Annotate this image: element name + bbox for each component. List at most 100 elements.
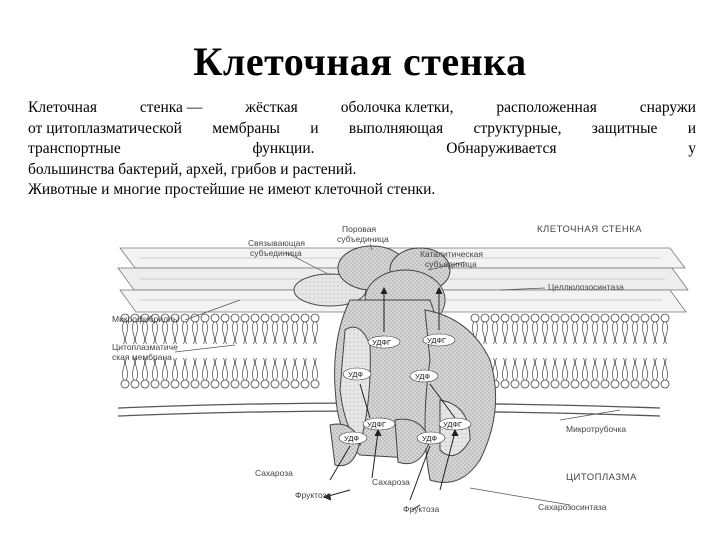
lipid-tail (122, 357, 125, 381)
lipid-tail (262, 357, 265, 381)
lipid-tail (572, 357, 575, 381)
lipid-tail (132, 357, 135, 381)
lipid-head (240, 313, 250, 323)
lipid-tail (602, 321, 605, 345)
lipid-tail (152, 321, 155, 345)
lipid-tail (272, 321, 275, 345)
lipid-tail (492, 321, 495, 345)
lipid-head (650, 313, 660, 323)
lipid-tail (525, 321, 528, 345)
lipid-tail (535, 321, 538, 345)
word: оболочка клетки, (340, 99, 454, 116)
lipid-head (280, 379, 290, 389)
lipid-head (590, 379, 600, 389)
lipid-tail (525, 357, 528, 381)
lipid-head (520, 313, 530, 323)
lipid-head (500, 313, 510, 323)
lipid-tail (265, 321, 268, 345)
lipid-tail (202, 321, 205, 345)
lipid-tail (612, 357, 615, 381)
lipid-tail (135, 357, 138, 381)
lipid-head (590, 313, 600, 323)
lipid-head (260, 313, 270, 323)
lipid-tail (645, 357, 648, 381)
udpg-label: УДФГ (443, 420, 462, 429)
lipid-tail (545, 321, 548, 345)
word: структурные, (473, 119, 562, 137)
lipid-head (530, 379, 540, 389)
udpg-label: УДФГ (427, 336, 446, 345)
lipid-head (290, 379, 300, 389)
lipid-head (220, 313, 230, 323)
lipid-tail (242, 321, 245, 345)
lipid-tail (555, 357, 558, 381)
word: Клеточная (28, 99, 97, 116)
microfibrils-label: Микрофибриллы (112, 314, 179, 324)
lipid-tail (582, 321, 585, 345)
lipid-head (180, 313, 190, 323)
lipid-head (510, 379, 520, 389)
lipid-tail (245, 321, 248, 345)
sucrose-left-label: Сахароза (255, 468, 293, 478)
lipid-head (160, 313, 170, 323)
lipid-head (660, 313, 670, 323)
binding-subunit-label: субъединица (250, 248, 302, 258)
lipid-tail (135, 321, 138, 345)
lipid-tail (315, 321, 318, 345)
lipid-tail (662, 357, 665, 381)
lipid-head (250, 313, 260, 323)
lipid-tail (515, 357, 518, 381)
lipid-tail (575, 321, 578, 345)
lipid-tail (505, 321, 508, 345)
lipid-head (660, 379, 670, 389)
lipid-head (490, 313, 500, 323)
lipid-tail (632, 357, 635, 381)
cytoplasm-label: ЦИТОПЛАЗМА (566, 472, 637, 483)
lipid-tail (625, 321, 628, 345)
lipid-head (280, 313, 290, 323)
pore-subunit-label: субъединица (337, 234, 389, 244)
lipid-tail (125, 357, 128, 381)
udp-label: УДФ (348, 370, 363, 379)
lipid-head (520, 379, 530, 389)
lipid-tail (282, 321, 285, 345)
lipid-tail (505, 357, 508, 381)
lipid-tail (225, 321, 228, 345)
lipid-tail (185, 321, 188, 345)
lipid-tail (132, 321, 135, 345)
pore-subunit-label: Поровая (342, 224, 376, 234)
lipid-tail (215, 357, 218, 381)
lipid-tail (562, 357, 565, 381)
lipid-head (200, 379, 210, 389)
lipid-tail (562, 321, 565, 345)
lipid-tail (485, 321, 488, 345)
catalytic-subunit-label: субъединица (425, 259, 477, 269)
word: от цитоплазматической (28, 119, 182, 137)
lipid-tail (542, 357, 545, 381)
lipid-tail (215, 321, 218, 345)
lipid-tail (212, 321, 215, 345)
lipid-tail (205, 357, 208, 381)
lipid-tail (175, 321, 178, 345)
lipid-tail (245, 357, 248, 381)
lipid-head (230, 313, 240, 323)
lipid-head (530, 313, 540, 323)
lipid-tail (575, 357, 578, 381)
lipid-head (150, 379, 160, 389)
lipid-head (130, 379, 140, 389)
lipid-tail (212, 357, 215, 381)
lipid-tail (165, 321, 168, 345)
pathway-arrows (322, 286, 459, 511)
lipid-tail (282, 357, 285, 381)
lipid-tail (585, 357, 588, 381)
microtubule-label: Микротрубочка (566, 424, 626, 434)
lipid-tail (292, 321, 295, 345)
cellulose-synthase-complex (293, 245, 497, 483)
lipid-tail (145, 357, 148, 381)
lipid-head (630, 313, 640, 323)
lipid-tail (502, 357, 505, 381)
lipid-tail (192, 321, 195, 345)
lipid-head (560, 313, 570, 323)
lipid-tail (625, 357, 628, 381)
lipid-tail (565, 321, 568, 345)
